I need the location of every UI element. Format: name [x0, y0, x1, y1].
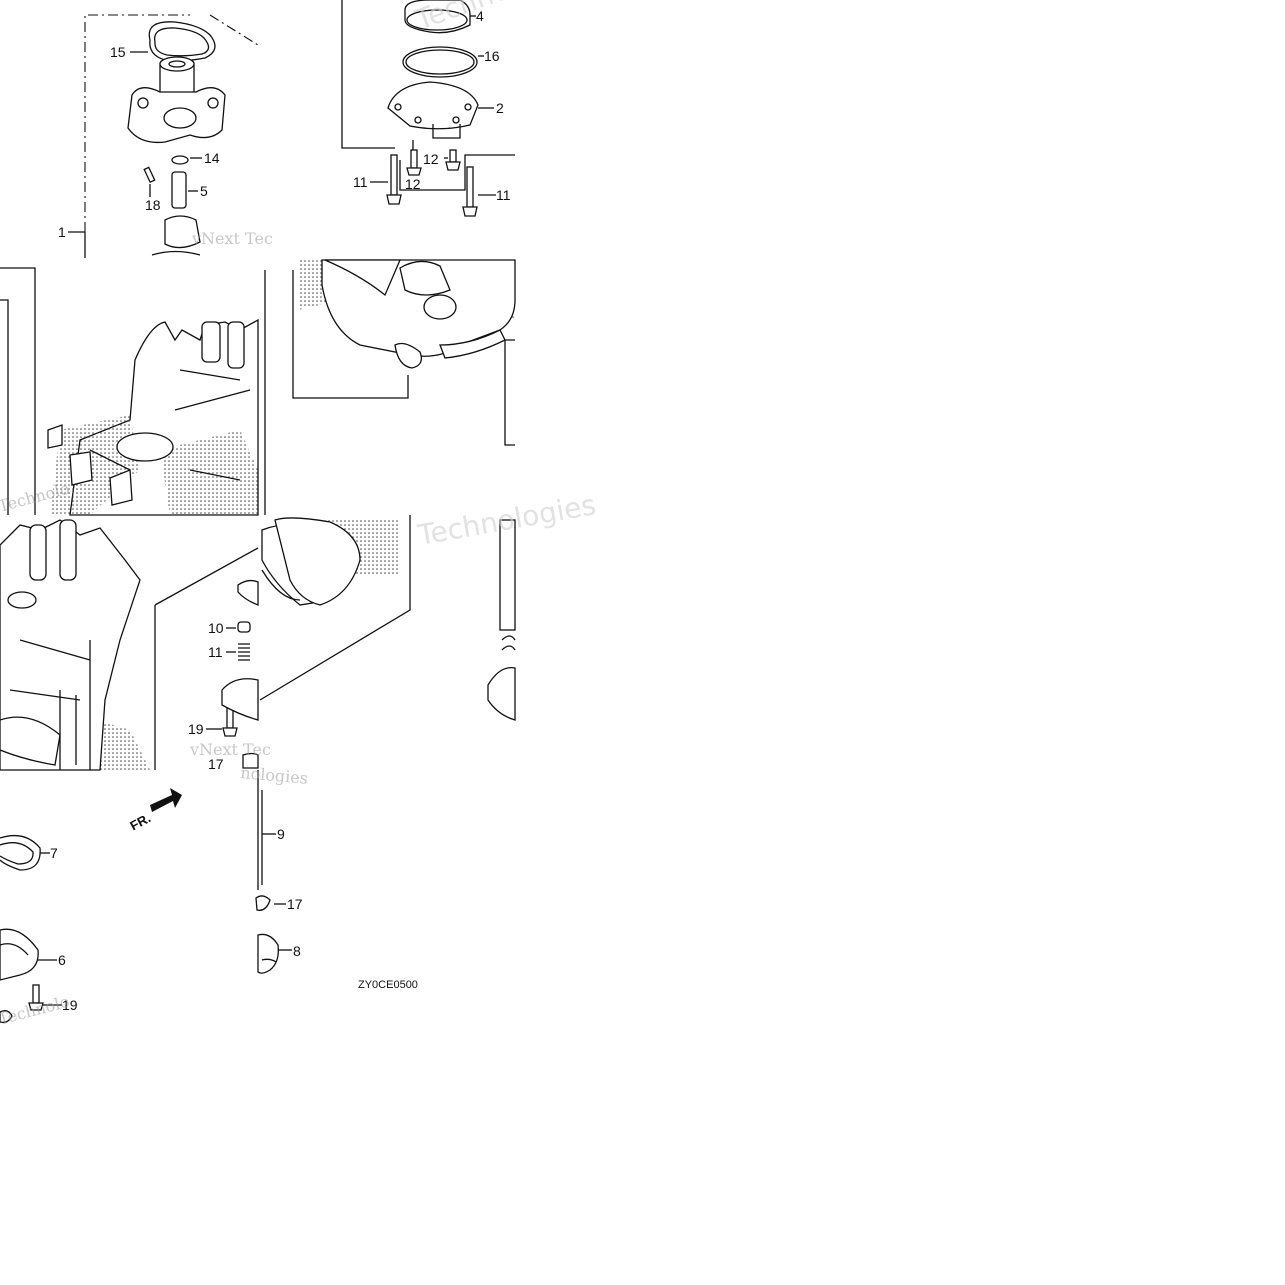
- callout-13b: 12: [405, 176, 421, 192]
- watermark-1: vNext Tec: [191, 229, 273, 248]
- cap-10: [237, 621, 251, 633]
- pickup-tube: [487, 519, 516, 721]
- pin-18: [143, 166, 156, 184]
- callout-7-text: 7: [50, 845, 58, 861]
- cylinder-block: [47, 318, 259, 516]
- tile-top-left: [68, 14, 259, 258]
- callout-8: 8: [293, 943, 301, 959]
- drawing-code: ZY0CE0500: [358, 979, 418, 991]
- callout-12a: 11: [353, 174, 368, 190]
- callout-13a: 12: [423, 151, 439, 167]
- front-marker-label: FR.: [128, 810, 154, 833]
- bolt-19b: [28, 984, 44, 1011]
- oil-pan-upper: [298, 259, 516, 369]
- watermark-2: vNext Tec: [189, 740, 271, 759]
- callout-6-text: 6: [58, 952, 66, 968]
- block-lower: [0, 519, 150, 771]
- callout-14: 14: [204, 150, 220, 166]
- tile-lower-left: [0, 519, 259, 771]
- callout-17b: 17: [287, 896, 303, 912]
- spring-11: [238, 643, 250, 661]
- callout-19b: 19: [62, 997, 78, 1013]
- callout-4: 4: [476, 8, 484, 24]
- bolt-13a: [406, 149, 422, 176]
- front-arrow: [150, 788, 182, 812]
- bolt-19a: [222, 707, 238, 737]
- callout-12b: 11: [496, 187, 511, 203]
- tile-bottom-middle: [255, 770, 292, 974]
- gasket-7: [0, 834, 41, 871]
- strainer-8: [257, 933, 279, 974]
- callout-1: 1: [58, 224, 66, 240]
- gasket-15: [148, 21, 216, 62]
- bolt-12b: [462, 166, 478, 217]
- pipe-9: [257, 770, 263, 890]
- tile-lower-middle: [259, 515, 516, 721]
- pump-housing: [127, 56, 226, 144]
- o-ring-16: [402, 46, 478, 78]
- callout-5: 5: [200, 183, 208, 199]
- callout-2: 2: [496, 100, 504, 116]
- watermark-4: Techno: [410, 0, 514, 37]
- watermark-7: nologies: [240, 763, 309, 788]
- callout-18: 18: [145, 197, 161, 213]
- shaft-5: [171, 171, 187, 209]
- callout-labels: 15 14 5 18 1 4 16 2 12 12 11 11 10 11 11…: [50, 8, 511, 1013]
- callout-9: 9: [277, 826, 285, 842]
- callout-19a: 19: [188, 721, 204, 737]
- impeller-4: [404, 0, 471, 34]
- clip-17: [255, 895, 271, 911]
- bolt-12a: [386, 154, 402, 205]
- callout-17a: 17: [208, 756, 224, 772]
- tile-middle-left: [0, 267, 259, 516]
- tile-middle-middle: [264, 259, 516, 515]
- seal-14: [171, 155, 189, 165]
- callout-16: 16: [484, 48, 500, 64]
- tile-top-middle: [341, 0, 515, 217]
- tile-bottom-left: [0, 788, 182, 1024]
- cover-6: [0, 928, 39, 981]
- bolt-13b: [445, 149, 461, 171]
- cover-2: [387, 81, 479, 130]
- callout-11-text: 11: [208, 644, 223, 660]
- callout-10: 10: [208, 620, 224, 636]
- callout-15: 15: [110, 44, 126, 60]
